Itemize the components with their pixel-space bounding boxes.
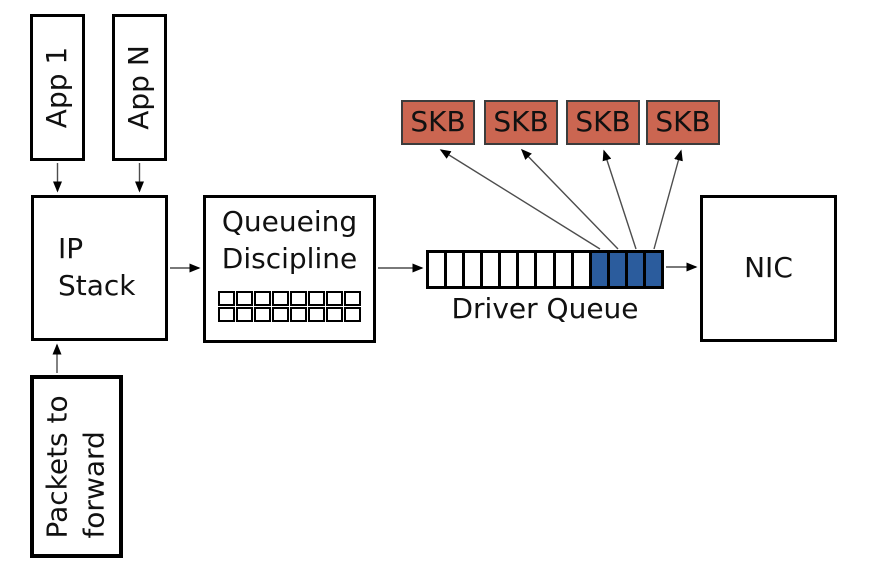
skb-label: SKB [410,105,466,139]
node-app1-label: App 1 [40,46,74,129]
packets-line1: Packets to [40,394,74,539]
qdisc-buffer-slot [344,290,361,306]
node-nic-label: NIC [744,251,793,285]
arrow-slot-to-skb4 [653,149,683,250]
driver-queue-slot-filled [609,253,628,286]
qdisc-buffer-slot [218,290,235,306]
skb-label: SKB [575,105,631,139]
driver-queue-slot-empty [573,253,592,286]
driver-queue-slot-filled [645,253,662,286]
qdisc-buffer-slot [254,290,271,306]
qdisc-buffer-slot [272,290,289,306]
qdisc-buffer-slot [326,306,343,322]
skb-label: SKB [493,105,549,139]
arrow-slot-to-skb2 [520,148,619,250]
qdisc-buffer-row [218,290,361,306]
qdisc-label: Queueing Discipline [222,204,357,278]
driver-queue-slots [426,250,664,289]
qdisc-line1: Queueing [221,205,358,238]
qdisc-buffer-grid [218,290,361,322]
driver-queue-slot-empty [501,253,520,286]
qdisc-buffer-slot [272,306,289,322]
driver-queue-slot-empty [447,253,466,286]
node-app1: App 1 [30,14,85,161]
packets-line2: forward [77,430,111,539]
skb-box: SKB [646,100,720,145]
qdisc-buffer-slot [290,306,307,322]
qdisc-buffer-slot [344,306,361,322]
ip-stack-line1: IP [58,232,84,266]
node-packets-to-forward: Packets to forward [30,375,123,558]
driver-queue-slot-empty [555,253,574,286]
qdisc-buffer-slot [236,306,253,322]
qdisc-line2: Discipline [221,241,358,275]
qdisc-buffer-row [218,306,361,322]
driver-queue-slot-empty [465,253,484,286]
node-ip-stack: IP Stack [31,195,168,341]
qdisc-buffer-slot [218,306,235,322]
packets-label: Packets to forward [40,395,114,538]
qdisc-buffer-slot [326,290,343,306]
qdisc-buffer-slot [254,306,271,322]
skb-box: SKB [484,100,558,145]
driver-queue-slot-empty [537,253,556,286]
driver-queue-label: Driver Queue [451,292,639,325]
node-appn: App N [112,14,167,161]
qdisc-buffer-slot [290,290,307,306]
qdisc-buffer-slot [308,290,325,306]
arrow-slot-to-skb3 [602,149,637,250]
node-nic: NIC [700,195,837,342]
node-queueing-discipline: Queueing Discipline [203,195,376,343]
arrow-slot-to-skb1 [439,149,601,250]
skb-box: SKB [566,100,640,145]
skb-label: SKB [655,105,711,139]
driver-queue-slot-empty [429,253,448,286]
qdisc-buffer-slot [236,290,253,306]
qdisc-buffer-slot [308,306,325,322]
driver-queue-slot-filled [627,253,646,286]
node-appn-label: App N [122,45,156,130]
driver-queue-slot-empty [483,253,502,286]
node-ip-stack-label: IP Stack [34,231,136,305]
driver-queue-slot-filled [591,253,610,286]
skb-box: SKB [401,100,475,145]
driver-queue-slot-empty [519,253,538,286]
ip-stack-line2: Stack [58,269,136,302]
